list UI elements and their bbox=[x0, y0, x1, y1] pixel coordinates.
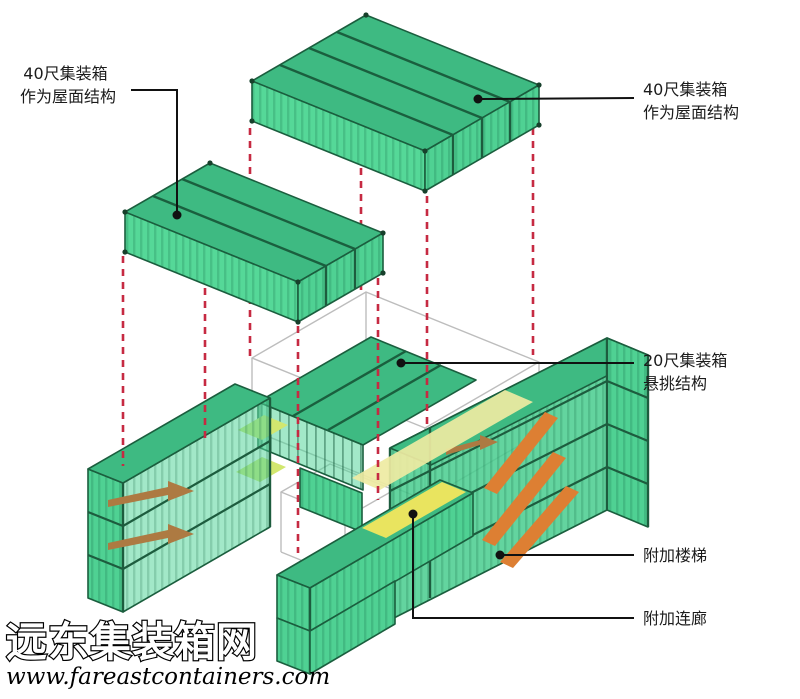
leader-corridor bbox=[412, 516, 634, 619]
diagram-labels: 40尺集装箱 作为屋面结构 40尺集装箱 作为屋面结构 20尺集装箱 悬挑结构 … bbox=[20, 64, 739, 628]
label-roof-left: 40尺集装箱 作为屋面结构 bbox=[20, 64, 116, 106]
watermark-site-name: 远东集装箱网 bbox=[6, 618, 258, 666]
corner-fittings bbox=[249, 12, 542, 194]
ramp-arrows-brown bbox=[108, 435, 498, 550]
corner-fittings bbox=[122, 160, 386, 325]
stairs-orange bbox=[482, 412, 579, 568]
leader-dot-roof-right bbox=[473, 94, 483, 104]
leader-dot-cantilever bbox=[396, 358, 406, 368]
leader-dot-corridor bbox=[408, 509, 418, 519]
leader-roof-left bbox=[131, 89, 178, 212]
leader-roof-right bbox=[480, 97, 635, 100]
callouts bbox=[131, 89, 635, 619]
leader-dot-stairs bbox=[495, 550, 505, 560]
front-container-wing bbox=[276, 479, 474, 675]
roof-group-top-40ft bbox=[249, 12, 542, 194]
watermark-url: www.fareastcontainers.com bbox=[6, 664, 330, 690]
label-corridor: 附加连廊 bbox=[643, 609, 707, 628]
label-cantilever: 20尺集装箱 悬挑结构 bbox=[643, 351, 732, 393]
label-roof-right: 40尺集装箱 作为屋面结构 bbox=[643, 80, 739, 122]
label-stairs: 附加楼梯 bbox=[643, 546, 707, 565]
watermark: 远东集装箱网 www.fareastcontainers.com bbox=[5, 617, 330, 690]
alignment-dashed-lines bbox=[121, 128, 535, 553]
corridor-walkway-upper bbox=[352, 390, 533, 490]
leader-dot-roof-left bbox=[172, 210, 182, 220]
roof-group-left-40ft bbox=[122, 160, 386, 325]
left-container-stack bbox=[87, 383, 272, 613]
